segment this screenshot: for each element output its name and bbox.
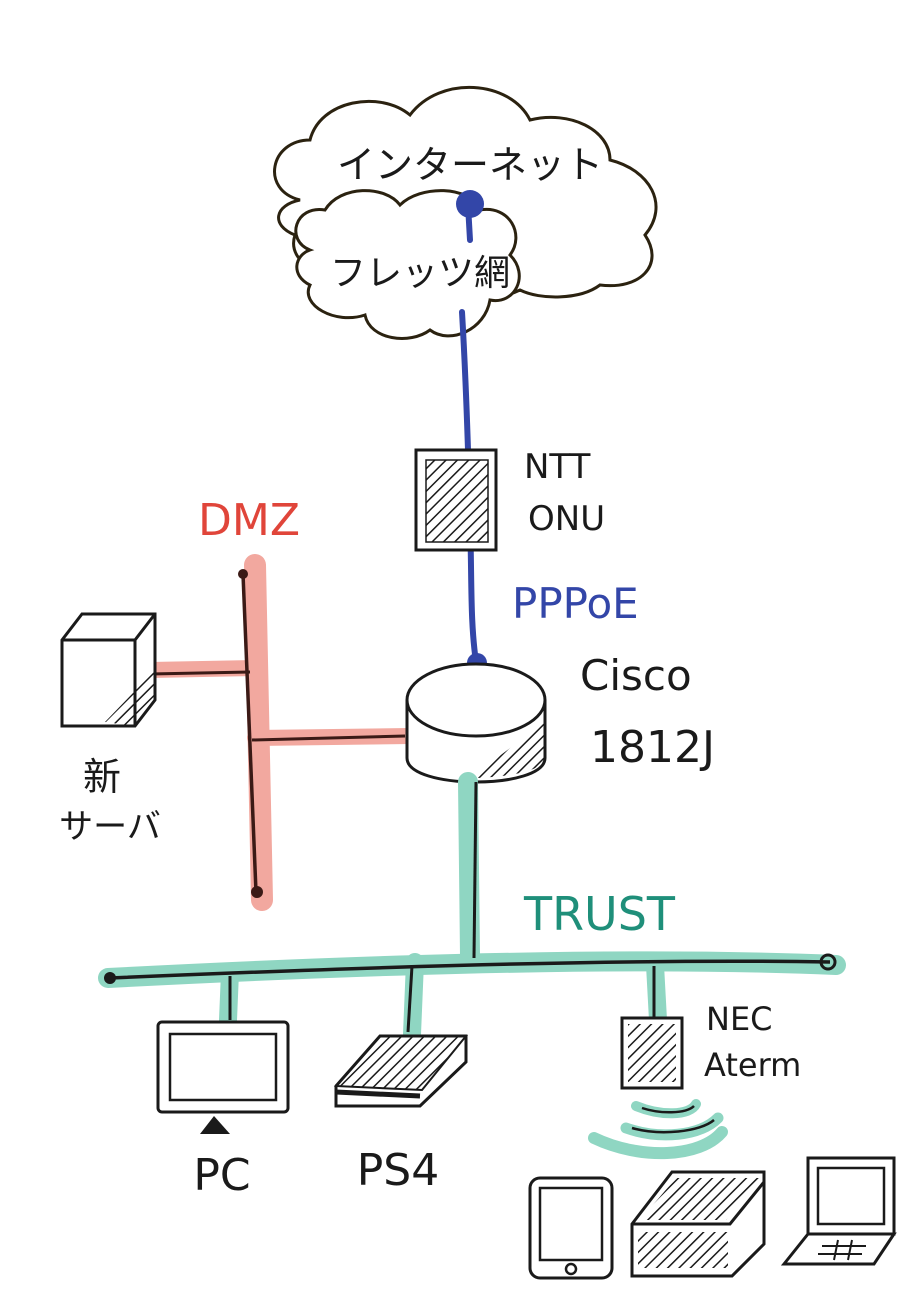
dmz-segment — [142, 554, 418, 911]
aterm-router — [620, 1016, 684, 1090]
ps4-label: PS4 — [357, 1145, 439, 1196]
aterm-label-line2: Aterm — [704, 1046, 801, 1084]
trust-segment — [98, 772, 846, 1043]
trust-label: TRUST — [523, 887, 676, 941]
router-label-line2: 1812J — [590, 722, 715, 773]
aterm-label-line1: NEC — [706, 1000, 773, 1038]
router-label-line1: Cisco — [580, 651, 692, 700]
onu-label-line2: ONU — [528, 499, 605, 539]
internet-connection-node — [456, 190, 484, 218]
dmz-label: DMZ — [198, 495, 300, 546]
flets-label: フレッツ網 — [330, 253, 510, 294]
wifi-waves — [588, 1099, 728, 1160]
pppoe-label: PPPoE — [512, 579, 639, 628]
server-device — [60, 612, 157, 728]
pc-label: PC — [193, 1150, 250, 1201]
router-device — [405, 662, 547, 784]
onu-device — [414, 448, 498, 552]
tablet — [528, 1176, 614, 1280]
onu-label-line1: NTT — [524, 447, 591, 487]
game-console — [630, 1170, 766, 1278]
server-label-line1: 新 — [83, 755, 121, 799]
laptop — [780, 1156, 897, 1266]
pc-monitor — [156, 1020, 290, 1134]
ps4-console — [333, 1034, 469, 1108]
internet-label: インターネット — [337, 143, 603, 187]
server-label-line2: サーバ — [59, 807, 161, 847]
flets-cloud — [294, 189, 521, 340]
